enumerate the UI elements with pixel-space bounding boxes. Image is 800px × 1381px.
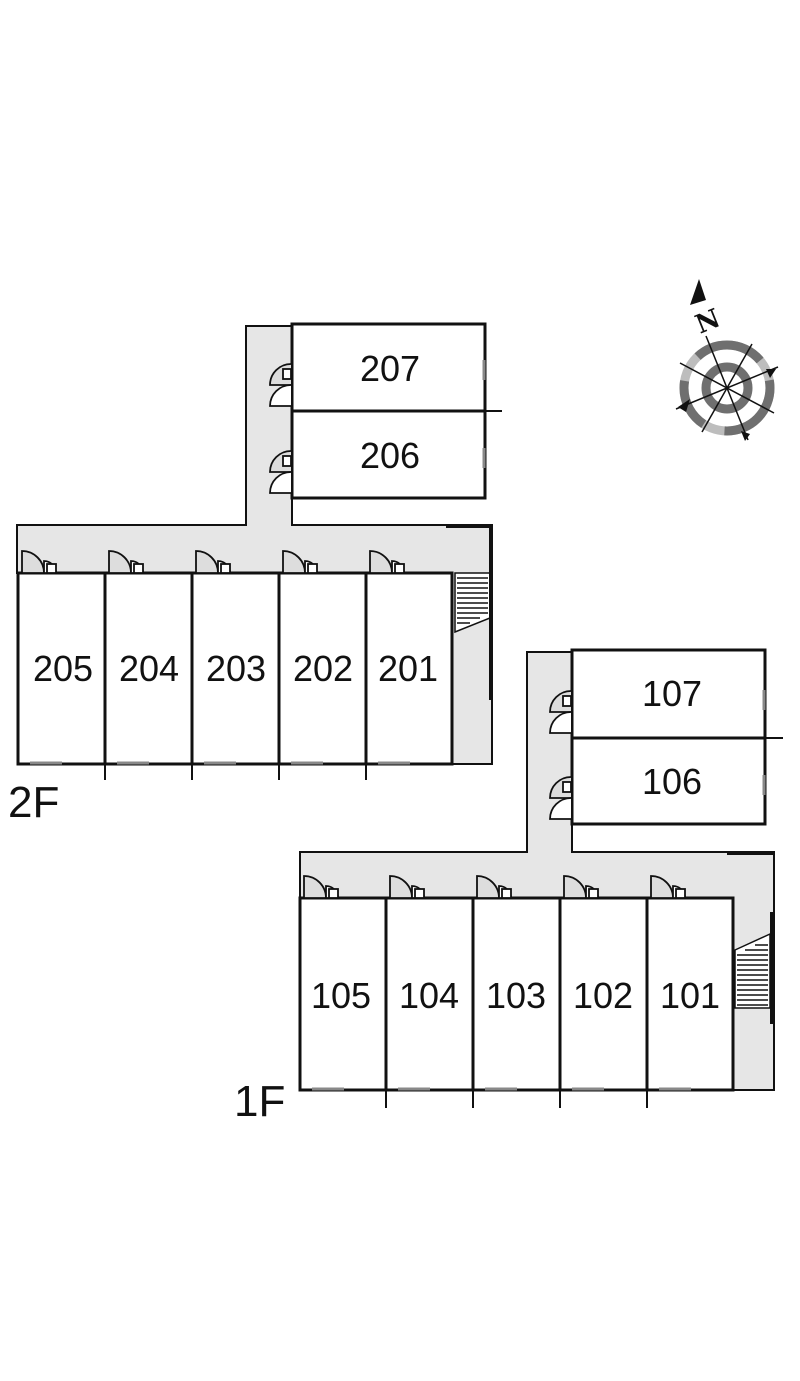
room-103	[471, 896, 562, 1092]
room-label-103: 103	[486, 975, 546, 1016]
door-icon	[269, 363, 292, 407]
door-icon	[303, 875, 339, 899]
floor-2f-staircase	[446, 524, 493, 700]
room-label-101: 101	[660, 975, 720, 1016]
floor-2f-plan: 207 206 205 204	[8, 322, 502, 827]
room-label-102: 102	[573, 975, 633, 1016]
compass-rose-icon: N	[675, 279, 779, 441]
room-label-106: 106	[642, 761, 702, 802]
door-icon	[21, 550, 57, 574]
door-icon	[282, 550, 318, 574]
door-icon	[389, 875, 425, 899]
door-icon	[195, 550, 231, 574]
floor-label-1f: 1F	[234, 1077, 285, 1126]
room-201	[364, 571, 454, 766]
door-icon	[549, 690, 572, 734]
door-icon	[650, 875, 686, 899]
room-203	[190, 571, 281, 766]
room-204	[103, 571, 194, 766]
room-label-202: 202	[293, 648, 353, 689]
floor-1f-plan: 107 106 105 104	[234, 648, 783, 1126]
door-icon	[563, 875, 599, 899]
door-icon	[108, 550, 144, 574]
north-label: N	[691, 304, 724, 341]
door-icon	[476, 875, 512, 899]
room-label-206: 206	[360, 435, 420, 476]
room-label-105: 105	[311, 975, 371, 1016]
room-label-203: 203	[206, 648, 266, 689]
room-label-204: 204	[119, 648, 179, 689]
door-icon	[269, 450, 292, 494]
room-106	[570, 736, 767, 826]
room-107	[570, 648, 767, 740]
room-206	[290, 409, 487, 500]
floor-1f-staircase	[727, 851, 774, 1024]
room-label-205: 205	[33, 648, 93, 689]
door-icon	[549, 776, 572, 820]
room-label-207: 207	[360, 348, 420, 389]
door-icon	[369, 550, 405, 574]
room-101	[645, 896, 735, 1092]
room-label-104: 104	[399, 975, 459, 1016]
floor-label-2f: 2F	[8, 778, 59, 827]
room-105	[298, 896, 388, 1092]
room-label-107: 107	[642, 673, 702, 714]
room-label-201: 201	[378, 648, 438, 689]
